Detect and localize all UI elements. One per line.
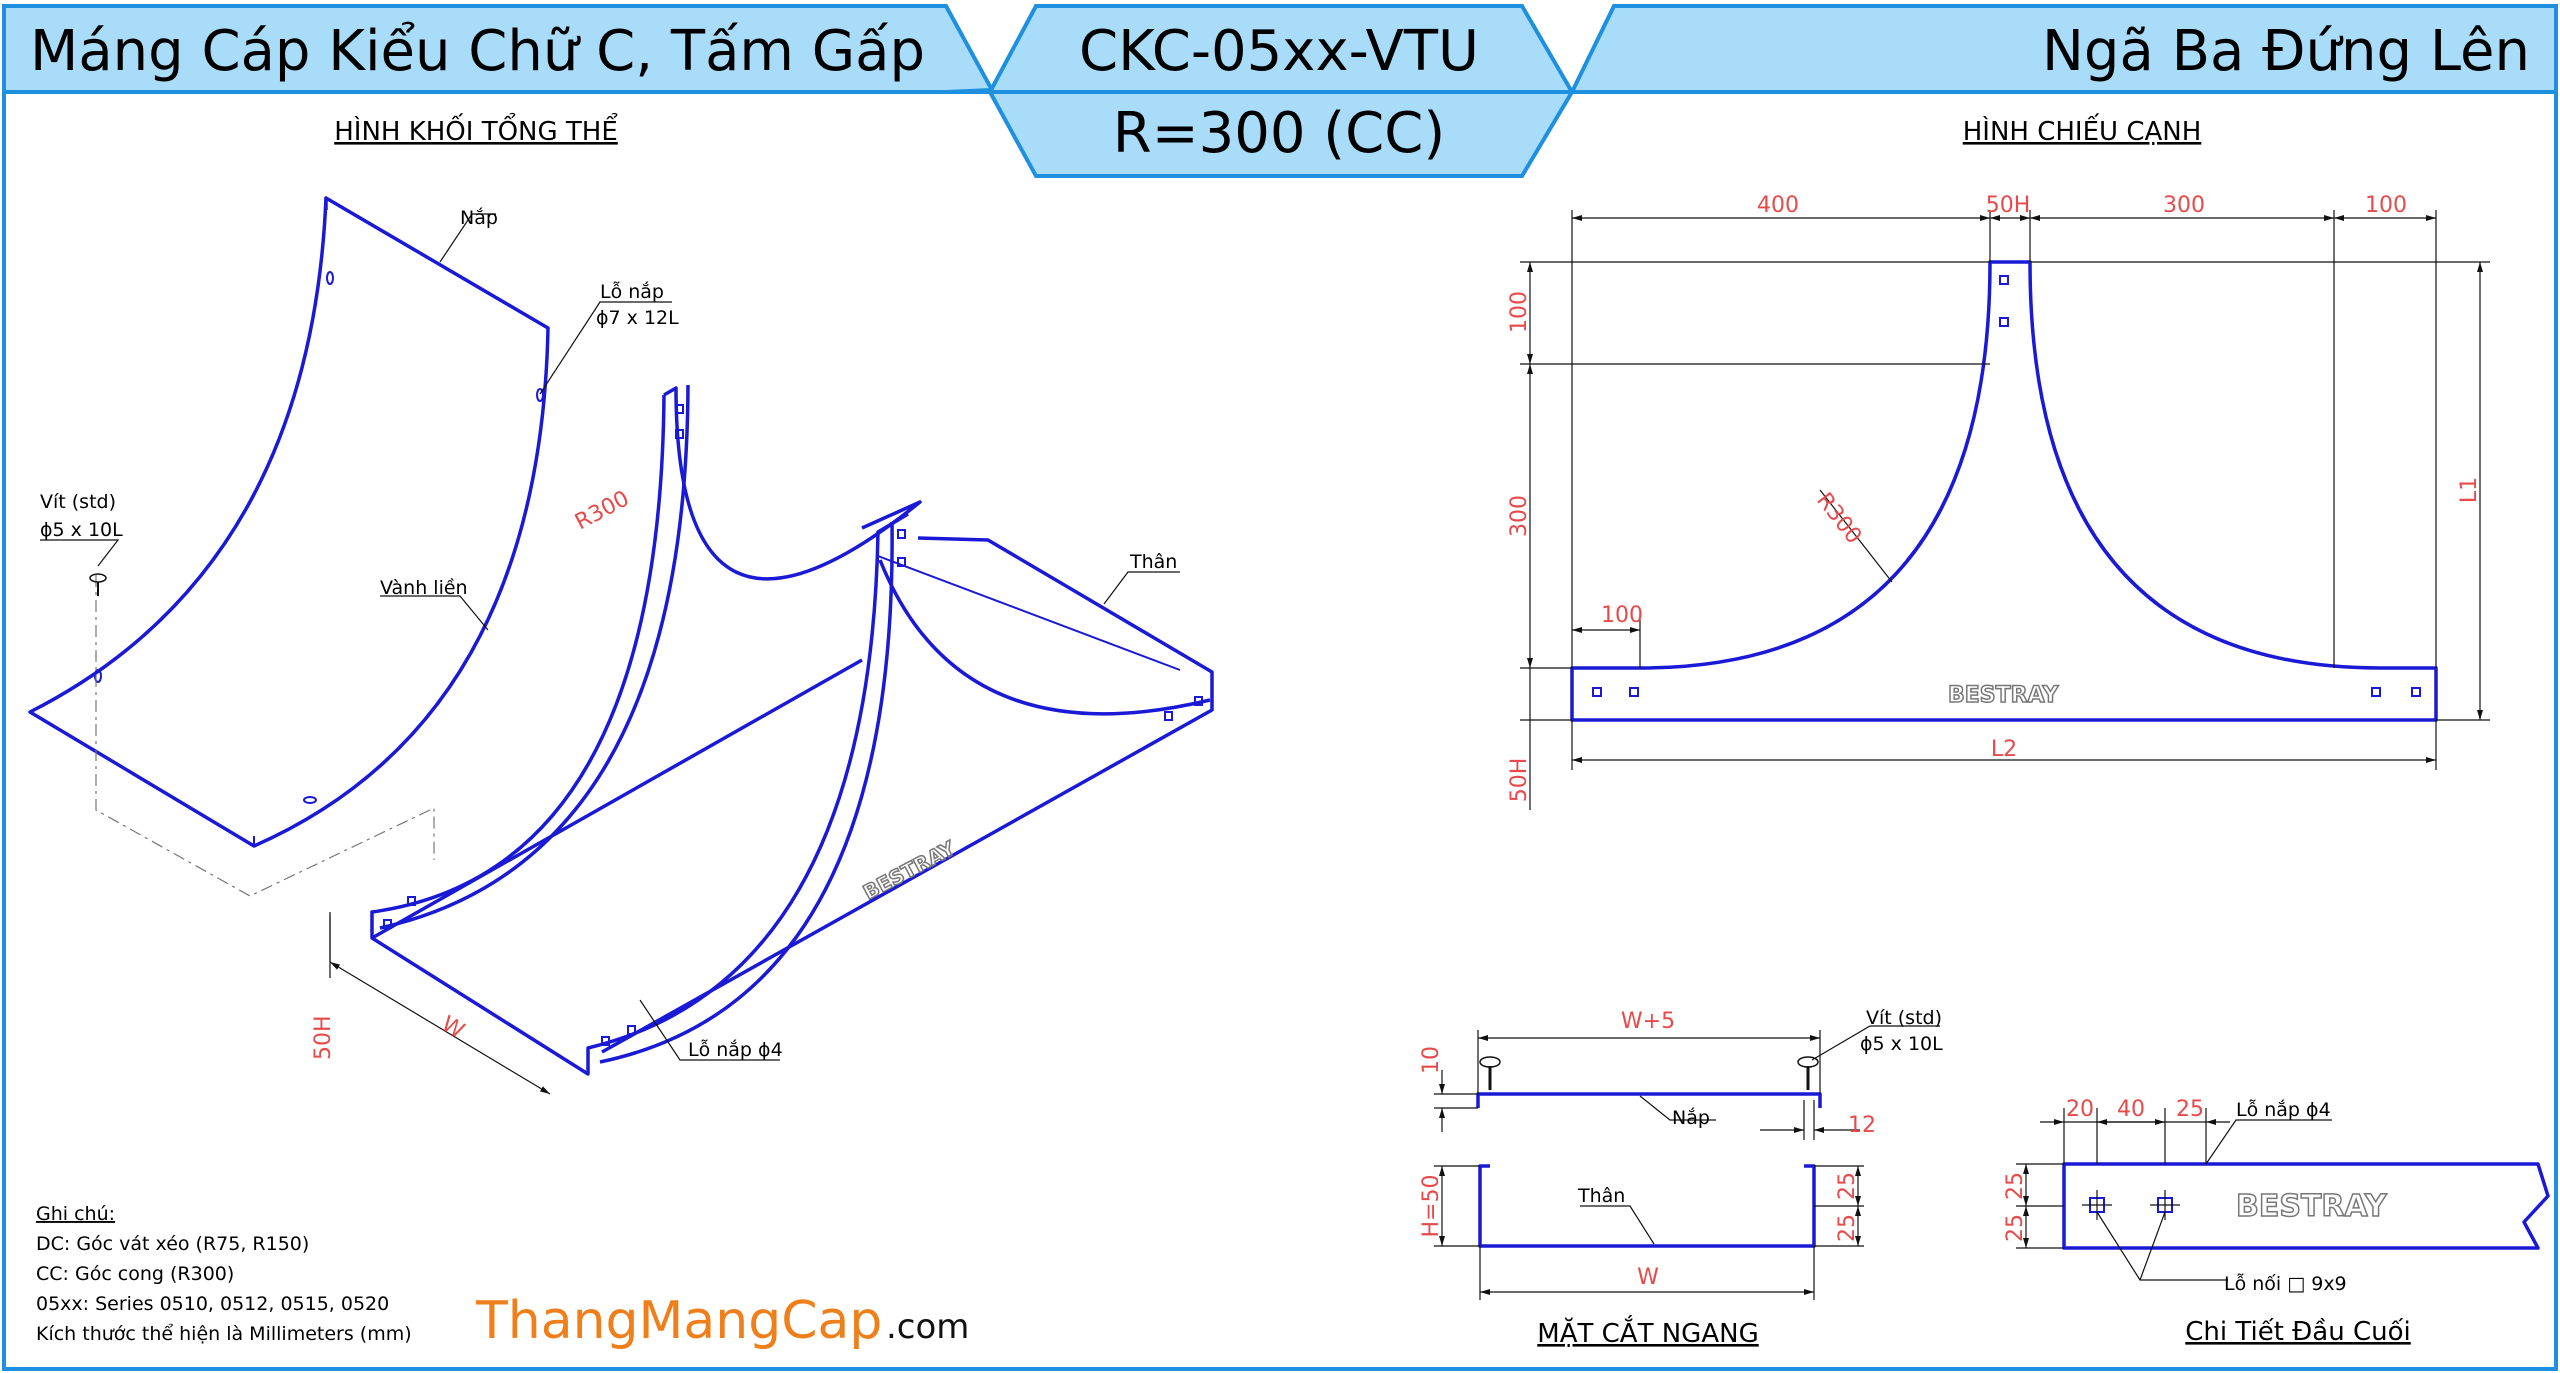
label-lid-hole-1: Lỗ nắp <box>600 280 664 303</box>
website-tld[interactable]: .com <box>886 1307 969 1347</box>
dim-100-top: 100 <box>2365 193 2407 218</box>
title-right: Ngã Ba Đứng Lên <box>2042 19 2530 84</box>
dim-50h-vert: 50H <box>1507 758 1532 803</box>
section-body <box>1478 1164 1816 1248</box>
section-label-screw-2: ϕ5 x 10L <box>1860 1033 1943 1055</box>
note-line: CC: Góc cong (R300) <box>36 1263 234 1285</box>
notes-heading: Ghi chú: <box>36 1203 115 1225</box>
side-view: HÌNH CHIẾU CẠNH BESTRAY 400 50H 300 100 … <box>1507 112 2490 810</box>
label-lid-hole-small: Lỗ nắp ϕ4 <box>688 1038 783 1061</box>
cross-section-view: MẶT CẮT NGANG W+5 W 10 H=50 25 25 12 <box>1419 1007 1943 1349</box>
side-brand: BESTRAY <box>1948 683 2060 708</box>
dim-r300-side: R300 <box>1811 488 1866 549</box>
dim-12: 12 <box>1848 1113 1876 1138</box>
iso-dim-50h: 50H <box>311 1015 336 1060</box>
dim-l2: L2 <box>1991 737 2017 762</box>
notes-block: Ghi chú: DC: Góc vát xéo (R75, R150) CC:… <box>36 1203 412 1345</box>
section-label-lid: Nắp <box>1672 1106 1710 1129</box>
end-label-joint-hole: Lỗ nối □ 9x9 <box>2224 1272 2347 1295</box>
section-label-body: Thân <box>1577 1185 1625 1207</box>
note-line: 05xx: Series 0510, 0512, 0515, 0520 <box>36 1293 389 1315</box>
radius-spec: R=300 (CC) <box>1113 101 1445 166</box>
side-profile <box>1570 260 2438 722</box>
dim-w5: W+5 <box>1621 1009 1675 1034</box>
section-lid <box>1476 1092 1822 1108</box>
end-dim-40: 40 <box>2117 1097 2145 1122</box>
iso-screw-icon <box>89 573 107 596</box>
dim-25b: 25 <box>1835 1214 1860 1242</box>
end-brand: BESTRAY <box>2236 1189 2388 1224</box>
dim-w: W <box>1637 1265 1659 1290</box>
dim-300-vert: 300 <box>1507 495 1532 537</box>
end-dim-v25a: 25 <box>2003 1172 2028 1200</box>
dim-100-horz: 100 <box>1601 603 1643 628</box>
dim-100-vert: 100 <box>1507 291 1532 333</box>
label-screw-2: ϕ5 x 10L <box>40 519 123 541</box>
iso-view-title: HÌNH KHỐI TỔNG THỂ <box>334 112 618 147</box>
iso-dim-r300: R300 <box>571 486 633 535</box>
dim-h50: H=50 <box>1419 1175 1444 1238</box>
end-dim-25: 25 <box>2176 1097 2204 1122</box>
body-vertical-branch <box>663 386 922 581</box>
title-banner: Máng Cáp Kiểu Chữ C, Tấm Gấp CKC-05xx-VT… <box>2 3 2558 1371</box>
dim-300-top: 300 <box>2163 193 2205 218</box>
section-title: MẶT CẮT NGANG <box>1537 1314 1758 1349</box>
end-label-lid-hole: Lỗ nắp ϕ4 <box>2236 1098 2331 1121</box>
end-dim-v25b: 25 <box>2003 1214 2028 1242</box>
side-view-title: HÌNH CHIẾU CẠNH <box>1963 112 2202 147</box>
dim-25a: 25 <box>1835 1172 1860 1200</box>
note-line: Kích thước thể hiện là Millimeters (mm) <box>36 1323 412 1345</box>
dim-400: 400 <box>1757 193 1799 218</box>
website-brand[interactable]: ThangMangCap .com <box>475 1291 969 1351</box>
iso-brand: BESTRAY <box>859 836 959 905</box>
end-detail-view: Chi Tiết Đầu Cuối BESTRAY 20 40 25 25 25… <box>2003 1097 2550 1347</box>
model-code: CKC-05xx-VTU <box>1079 19 1479 84</box>
dim-10: 10 <box>1419 1046 1444 1074</box>
isometric-view: HÌNH KHỐI TỔNG THỂ BESTRAY W <box>28 112 1214 1095</box>
section-screw-icon-right <box>1797 1056 1819 1090</box>
label-rim: Vành liền <box>380 577 468 599</box>
title-left: Máng Cáp Kiểu Chữ C, Tấm Gấp <box>30 19 925 84</box>
website-name[interactable]: ThangMangCap <box>475 1291 882 1351</box>
label-screw-1: Vít (std) <box>40 491 116 513</box>
label-lid-hole-2: ϕ7 x 12L <box>596 307 679 329</box>
section-label-screw-1: Vít (std) <box>1866 1007 1942 1029</box>
section-screw-icon-left <box>1479 1056 1501 1090</box>
label-lid: Nắp <box>460 206 498 229</box>
iso-dim-w: W <box>437 1012 469 1045</box>
label-body: Thân <box>1129 551 1177 573</box>
end-detail-title: Chi Tiết Đầu Cuối <box>2185 1317 2410 1347</box>
dim-50h-top: 50H <box>1986 193 2031 218</box>
end-dim-20: 20 <box>2066 1097 2094 1122</box>
note-line: DC: Góc vát xéo (R75, R150) <box>36 1233 309 1255</box>
dim-l1: L1 <box>2457 477 2482 503</box>
